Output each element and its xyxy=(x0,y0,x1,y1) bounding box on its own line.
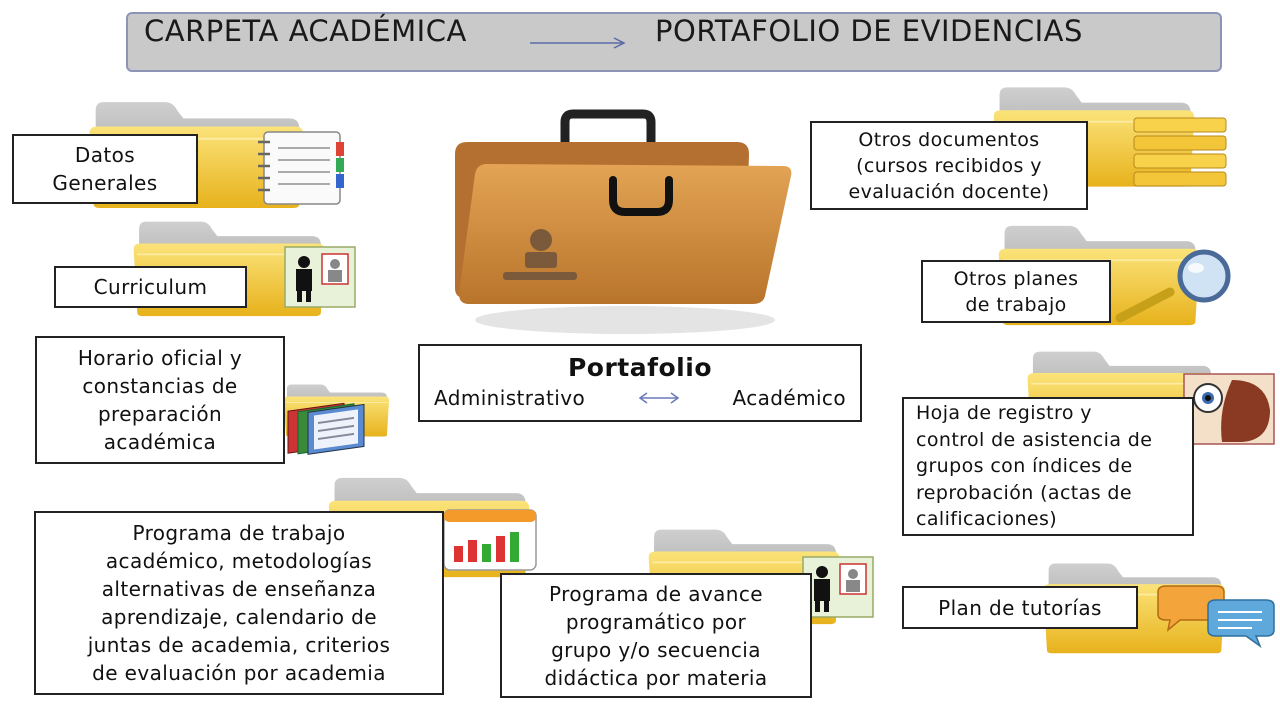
node-line: control de asistencia de xyxy=(916,428,1153,451)
bar-chart-icon xyxy=(443,509,537,571)
node-line: Curriculum xyxy=(93,275,208,299)
person-card-icon xyxy=(802,556,874,618)
node-line: grupos con índices de xyxy=(916,455,1133,478)
central-title: Portafolio xyxy=(567,353,712,382)
node-line: preparación xyxy=(97,402,223,426)
central-portafolio-box: Portafolio Administrativo Académico xyxy=(418,344,862,422)
node-line: Datos xyxy=(74,143,136,167)
node-hoja-registro: Hoja de registro y control de asistencia… xyxy=(902,397,1194,536)
node-line: de evaluación por academia xyxy=(92,661,386,685)
node-line: aprendizaje, calendario de xyxy=(101,605,377,629)
eye-person-icon xyxy=(1183,373,1275,445)
node-line: académica xyxy=(103,430,217,454)
node-line: Programa de trabajo xyxy=(132,521,346,545)
node-line: evaluación docente) xyxy=(848,180,1050,203)
node-line: Plan de tutorías xyxy=(938,595,1102,620)
double-arrow-icon xyxy=(638,392,680,404)
node-line: Programa de avance xyxy=(549,581,763,606)
node-tutorias: Plan de tutorías xyxy=(902,586,1138,629)
books-icon xyxy=(287,402,365,455)
node-line: Generales xyxy=(52,171,158,195)
node-line: (cursos recibidos y xyxy=(856,154,1042,177)
node-line: alternativas de enseñanza xyxy=(101,577,377,601)
node-line: grupo y/o secuencia xyxy=(551,637,761,662)
banner-arrow xyxy=(530,37,626,49)
node-otros-planes: Otros planes de trabajo xyxy=(921,260,1111,323)
node-line: Horario oficial y xyxy=(77,346,243,370)
node-line: juntas de academia, criterios xyxy=(87,633,391,657)
documents-stack-icon xyxy=(1133,117,1227,187)
node-line: constancias de xyxy=(82,374,238,398)
central-left-word: Administrativo xyxy=(434,386,586,410)
briefcase-icon xyxy=(455,109,792,334)
node-line: Otros planes xyxy=(953,267,1079,290)
node-line: académico, metodologías xyxy=(105,549,373,573)
notebook-icon xyxy=(258,131,344,205)
node-curriculum: Curriculum xyxy=(54,266,247,308)
banner-left-label: CARPETA ACADÉMICA xyxy=(144,14,467,48)
node-line: Otros documentos xyxy=(858,128,1040,151)
node-line: calificaciones) xyxy=(916,508,1058,531)
magnifier-icon xyxy=(1115,249,1231,323)
node-line: de trabajo xyxy=(965,293,1067,316)
speech-bubbles-icon xyxy=(1157,585,1275,649)
node-line: Hoja de registro y xyxy=(916,402,1092,425)
node-otros-documentos: Otros documentos (cursos recibidos y eva… xyxy=(810,121,1088,210)
title-banner xyxy=(126,12,1222,72)
node-programa-avance: Programa de avance programático por grup… xyxy=(500,573,812,698)
person-card-icon xyxy=(284,246,356,308)
node-programa-trabajo: Programa de trabajo académico, metodolog… xyxy=(34,511,444,695)
node-line: reprobación (actas de xyxy=(916,481,1132,504)
node-line: didáctica por materia xyxy=(544,665,768,690)
banner-right-label: PORTAFOLIO DE EVIDENCIAS xyxy=(655,14,1083,48)
node-line: programático por xyxy=(565,609,747,634)
node-horario: Horario oficial y constancias de prepara… xyxy=(35,336,285,464)
central-right-word: Académico xyxy=(732,386,846,410)
